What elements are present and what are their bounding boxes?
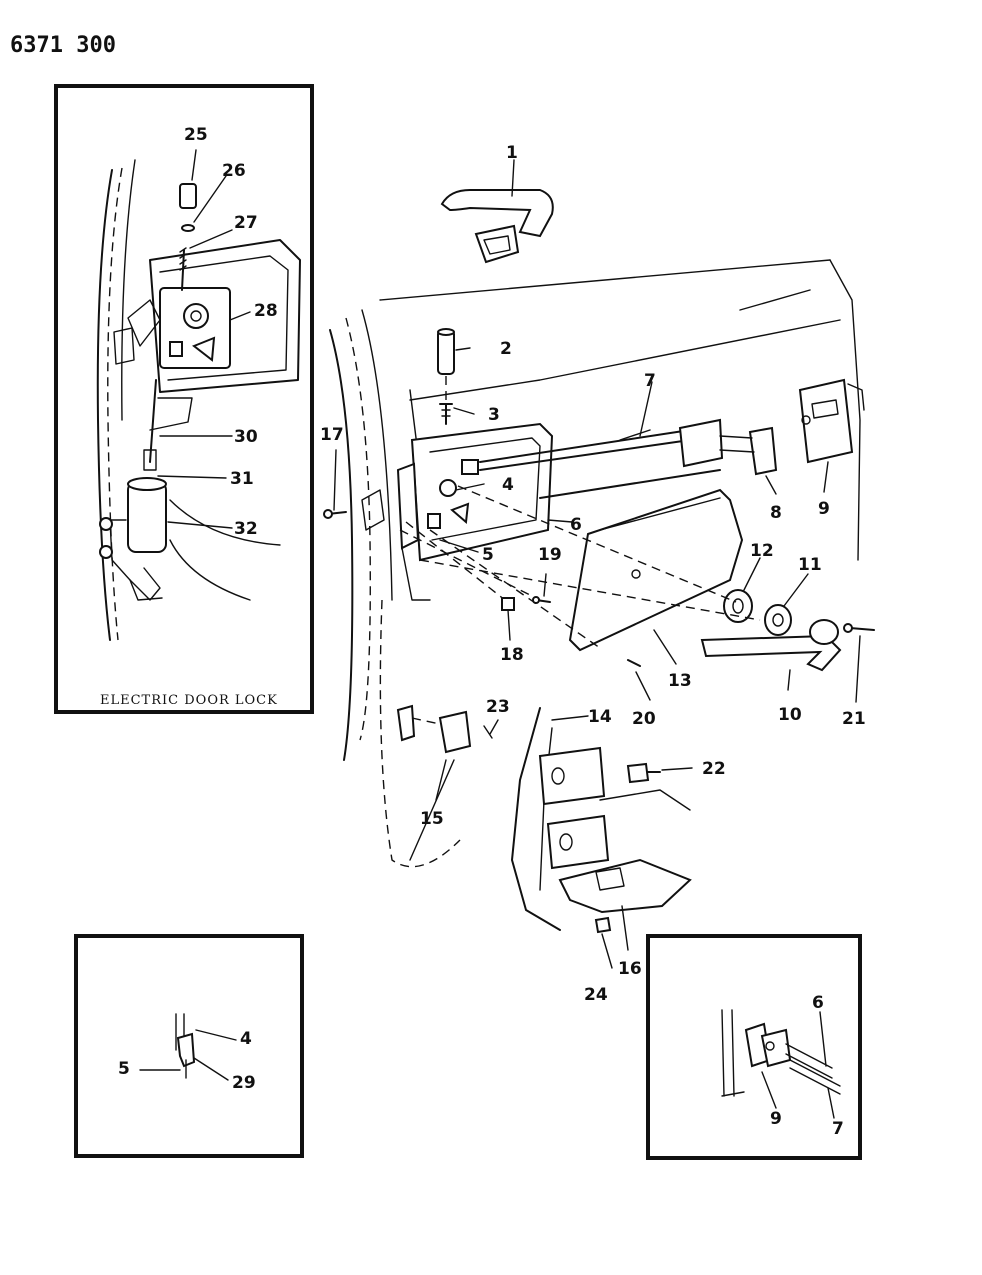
callout-20: 20 xyxy=(632,709,656,729)
callout-21: 21 xyxy=(842,709,866,729)
callout-28: 28 xyxy=(254,301,278,321)
callout-5: 5 xyxy=(482,545,494,565)
main-exploded-view: 1 2 3 4 5 6 7 8 9 10 11 12 13 14 15 16 1… xyxy=(320,143,875,1005)
callout-3: 3 xyxy=(488,405,500,425)
callout-6-bellcrank: 6 xyxy=(812,993,824,1013)
callout-14: 14 xyxy=(588,707,612,727)
callout-1: 1 xyxy=(506,143,518,163)
callout-6: 6 xyxy=(570,515,582,535)
callout-32: 32 xyxy=(234,519,258,539)
callout-4-rod-clip: 4 xyxy=(240,1029,252,1049)
callout-10: 10 xyxy=(778,705,802,725)
figure-number: 6371 300 xyxy=(10,33,116,58)
inset-caption: ELECTRIC DOOR LOCK xyxy=(100,693,278,708)
callout-9: 9 xyxy=(818,499,830,519)
callout-27: 27 xyxy=(234,213,258,233)
callout-22: 22 xyxy=(702,759,726,779)
callout-2: 2 xyxy=(500,339,512,359)
callout-17: 17 xyxy=(320,425,344,445)
bellcrank-inset-frame xyxy=(646,934,862,1160)
callout-8: 8 xyxy=(770,503,782,523)
callout-26: 26 xyxy=(222,161,246,181)
callout-25: 25 xyxy=(184,125,208,145)
callout-29: 29 xyxy=(232,1073,256,1093)
rod-clip-inset: 4 5 29 xyxy=(74,934,304,1158)
callout-13: 13 xyxy=(668,671,692,691)
callout-4: 4 xyxy=(502,475,514,495)
callout-19: 19 xyxy=(538,545,562,565)
callout-23: 23 xyxy=(486,697,510,717)
inset-frame xyxy=(54,84,314,714)
electric-door-lock-inset: 25 26 27 28 30 31 32 ELECTRIC DOOR LOCK xyxy=(54,84,314,714)
callout-11: 11 xyxy=(798,555,822,575)
callout-18: 18 xyxy=(500,645,524,665)
callout-5-rod-clip: 5 xyxy=(118,1059,130,1079)
callout-12: 12 xyxy=(750,541,774,561)
bellcrank-inset: 6 7 9 xyxy=(646,934,862,1160)
callout-15: 15 xyxy=(420,809,444,829)
rod-clip-inset-frame xyxy=(74,934,304,1158)
callout-9-bellcrank: 9 xyxy=(770,1109,782,1129)
callout-7-bellcrank: 7 xyxy=(832,1119,844,1139)
callout-31: 31 xyxy=(230,469,254,489)
callout-30: 30 xyxy=(234,427,258,447)
callout-16: 16 xyxy=(618,959,642,979)
callout-7: 7 xyxy=(644,371,656,391)
callout-24: 24 xyxy=(584,985,608,1005)
